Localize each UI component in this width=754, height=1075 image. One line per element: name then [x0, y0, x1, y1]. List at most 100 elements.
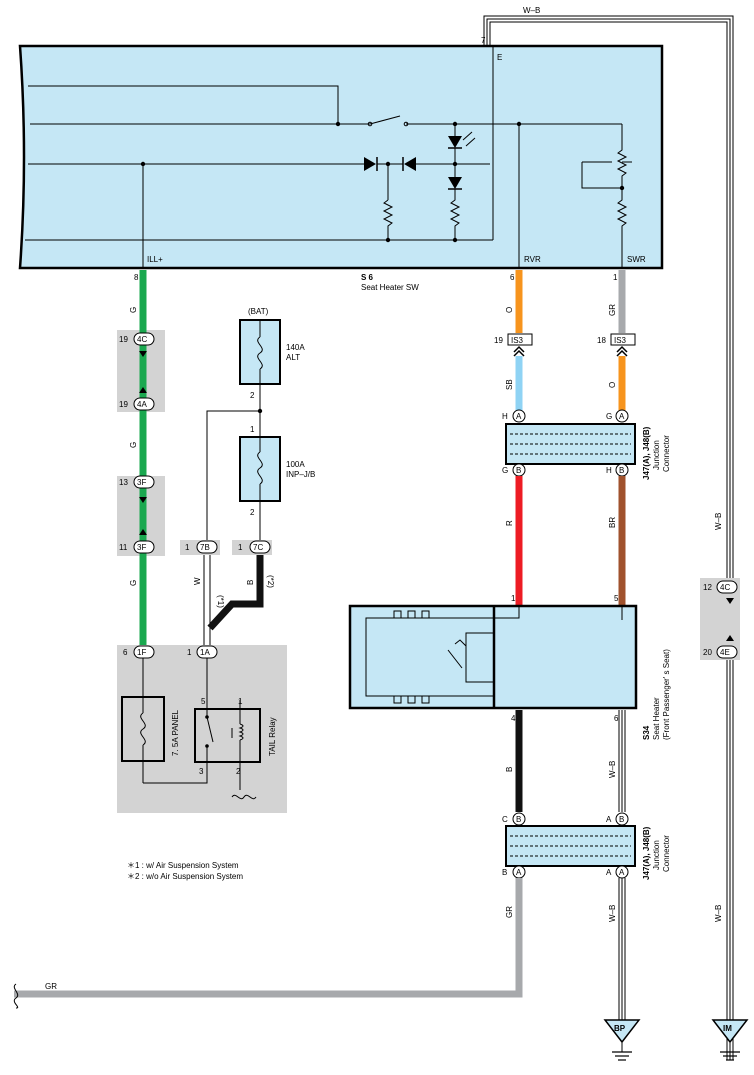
wire-b-right: B — [505, 767, 514, 772]
svg-text:4A: 4A — [137, 400, 147, 409]
svg-text:Connector: Connector — [662, 835, 671, 872]
top-wire-label: W–B — [523, 6, 540, 15]
wire-o-2: O — [608, 382, 617, 388]
top-wb-wire: W–B — [483, 6, 734, 1060]
svg-text:A: A — [516, 412, 522, 421]
svg-text:4C: 4C — [720, 583, 730, 592]
wire-o-1: O — [505, 307, 514, 313]
heater-name-2: (Front Passenger' s Seat) — [662, 649, 671, 740]
heater-name-1: Seat Heater — [652, 697, 661, 740]
wire-b-label: B — [246, 580, 255, 585]
svg-text:Junction: Junction — [652, 840, 661, 870]
svg-text:13: 13 — [119, 478, 128, 487]
wb-wire-mid — [618, 710, 626, 812]
junction-connector-1: A H A G B G B H J47(A), J48(B) Junction … — [502, 409, 671, 480]
svg-text:B: B — [619, 815, 624, 824]
inp-amp: 100A — [286, 460, 305, 469]
connector-3f-top: 3F 13 — [119, 475, 155, 535]
wire-r: R — [505, 520, 514, 526]
ground-bp: BP — [603, 1019, 641, 1061]
connector-is3-right: IS3 18 — [597, 333, 636, 357]
svg-text:G: G — [502, 466, 508, 475]
note2-label: (*2) — [266, 575, 275, 588]
svg-text:A: A — [516, 868, 522, 877]
svg-text:J47(A), J48(B): J47(A), J48(B) — [642, 826, 651, 880]
ground-im: IM — [711, 1019, 749, 1061]
svg-text:A: A — [606, 868, 612, 877]
svg-text:3F: 3F — [137, 478, 146, 487]
wire-gr-2: GR — [505, 906, 514, 918]
switch-pin-1: 1 — [613, 273, 618, 282]
connector-7b: 7B 1 — [185, 540, 218, 554]
wire-sb: SB — [505, 379, 514, 390]
svg-text:BP: BP — [614, 1024, 626, 1033]
svg-text:19: 19 — [119, 400, 128, 409]
svg-text:18: 18 — [597, 336, 606, 345]
svg-text:IS3: IS3 — [614, 336, 627, 345]
svg-text:B: B — [516, 815, 521, 824]
svg-text:1: 1 — [185, 543, 190, 552]
fuse-inp-jb: 1 100A INP–J/B 2 — [239, 425, 315, 517]
heater-pin-6: 6 — [614, 714, 619, 723]
connector-4a: 4A 19 — [119, 397, 155, 411]
relay-pin-2: 2 — [236, 767, 241, 776]
svg-text:Junction: Junction — [652, 440, 661, 470]
svg-text:7C: 7C — [253, 543, 263, 552]
svg-text:Connector: Connector — [662, 435, 671, 472]
wire-wb-1: W–B — [608, 761, 617, 778]
svg-text:1F: 1F — [137, 648, 146, 657]
svg-text:1A: 1A — [200, 648, 210, 657]
svg-text:IM: IM — [723, 1024, 732, 1033]
svg-text:11: 11 — [119, 543, 128, 552]
svg-text:H: H — [502, 412, 508, 421]
alt-amp: 140A — [286, 343, 305, 352]
heater-pin-1: 1 — [511, 594, 516, 603]
wire-wb-bot: W–B — [714, 905, 723, 922]
wire-wb-2: W–B — [608, 905, 617, 922]
svg-text:20: 20 — [703, 648, 712, 657]
panel-fuse-label: 7. 5A PANEL — [171, 709, 180, 756]
inp-pin-bot: 2 — [250, 508, 255, 517]
svg-text:G: G — [606, 412, 612, 421]
seat-heater — [348, 604, 638, 710]
wire-wb-top: W–B — [714, 513, 723, 530]
svg-text:IS3: IS3 — [511, 336, 524, 345]
svg-text:4C: 4C — [137, 335, 147, 344]
switch-code: S 6 — [361, 273, 374, 282]
connector-is3-left: IS3 19 — [494, 333, 533, 357]
tail-relay: 5 1 3 2 TAIL Relay — [194, 658, 277, 800]
svg-text:B: B — [619, 466, 624, 475]
fuse-alt: (BAT) 140A ALT 2 — [239, 307, 305, 400]
connector-4e: 4E 20 — [703, 645, 738, 659]
switch-pin-8: 8 — [134, 273, 139, 282]
wire-w-label: W — [193, 577, 202, 585]
alt-pin: 2 — [250, 391, 255, 400]
wire-gr-1: GR — [608, 304, 617, 316]
svg-text:H: H — [606, 466, 612, 475]
wire-g-1: G — [129, 307, 138, 313]
svg-text:A: A — [606, 815, 612, 824]
connector-7c: 7C 1 — [238, 540, 271, 554]
inp-name: INP–J/B — [286, 470, 315, 479]
wire-gr-bottom: GR — [45, 982, 57, 991]
svg-text:B: B — [516, 466, 521, 475]
relay-label: TAIL Relay — [268, 717, 277, 756]
svg-text:6: 6 — [123, 648, 128, 657]
connector-4c-right: 4C 12 — [703, 580, 738, 641]
wire-g-3: G — [129, 580, 138, 586]
alt-name: ALT — [286, 353, 300, 362]
switch-term-swr: SWR — [627, 255, 646, 264]
inp-pin-top: 1 — [250, 425, 255, 434]
gray-wire-bottom — [14, 878, 523, 998]
relay-pin-5: 5 — [201, 697, 206, 706]
black-wire-b — [207, 555, 264, 631]
bat-label: (BAT) — [248, 307, 269, 316]
wire-br: BR — [608, 517, 617, 528]
wb-wire-bottom — [618, 878, 626, 1020]
svg-text:19: 19 — [119, 335, 128, 344]
svg-text:A: A — [619, 412, 625, 421]
switch-term-e: E — [497, 53, 502, 62]
note1-label: (*1) — [216, 595, 225, 608]
connector-1f: 1F 6 — [123, 645, 155, 659]
